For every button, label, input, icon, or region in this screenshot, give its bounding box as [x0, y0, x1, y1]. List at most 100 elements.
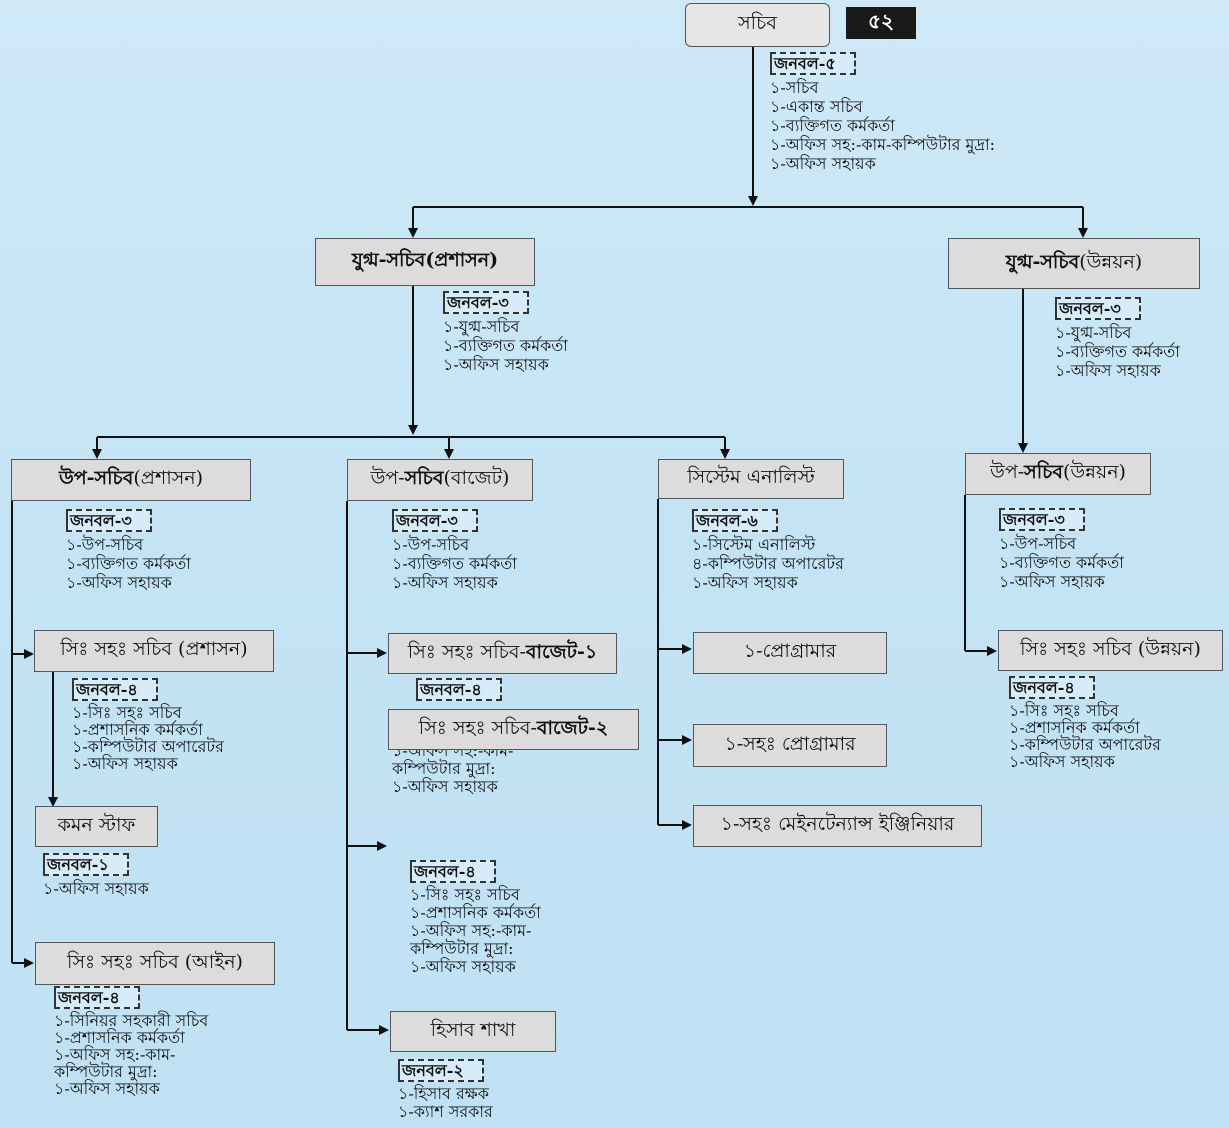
box-sachib-label: সচিব	[738, 12, 777, 34]
manpower-hishab: জনবল-২ ১-হিসাব রক্ষক ১-ক্যাশ সরকার	[398, 1059, 493, 1121]
manpower-line: ১-প্রশাসনিক কর্মকর্তা	[54, 1028, 185, 1047]
box-up-unnoyon-label: সচিব	[1024, 461, 1063, 483]
manpower-tag: জনবল-৩	[999, 508, 1085, 531]
box-asst-programmer-label: ১-সহঃ প্রোগ্রামার	[724, 732, 856, 755]
manpower-line: ১-অফিস সহায়ক	[692, 573, 798, 592]
manpower-line: ১-সিস্টেম এনালিস্ট	[692, 535, 816, 554]
manpower-line: কম্পিউটার মুদ্রা:	[392, 759, 496, 778]
box-asst-programmer: ১-সহঃ প্রোগ্রামার	[693, 724, 887, 767]
manpower-line: ১-ব্যক্তিগত কর্মকর্তা	[1055, 342, 1180, 361]
manpower-line: ১-উপ-সচিব	[392, 535, 470, 554]
box-sis-ain: সিঃ সহঃ সচিব (আইন)	[35, 942, 275, 985]
box-maintenance-engineer: ১-সহঃ মেইনটেন্যান্স ইঞ্জিনিয়ার	[693, 805, 982, 847]
manpower-tag: জনবল-৩	[1055, 297, 1141, 320]
manpower-line: ১-অফিস সহায়ক	[66, 573, 172, 592]
manpower-jugmo-proshashon: জনবল-৩ ১-যুগ্ম-সচিব ১-ব্যক্তিগত কর্মকর্ত…	[443, 291, 568, 374]
manpower-line: ১-ব্যক্তিগত কর্মকর্তা	[999, 553, 1124, 572]
manpower-common-staff: জনবল-১ ১-অফিস সহায়ক	[43, 853, 149, 898]
manpower-line: ১-অফিস সহ:-কাম-	[54, 1045, 176, 1064]
box-up-budget-label: সচিব	[404, 467, 444, 489]
manpower-line: ১-অফিস সহায়ক	[43, 879, 149, 898]
box-jugmo-unnoyon-label: যুগ্ম-সচিব	[1005, 250, 1080, 273]
page-number-badge: ৫২	[846, 7, 916, 39]
box-hishab-shakha: হিসাব শাখা	[390, 1011, 556, 1052]
box-sis-budget2: সিঃ সহঃ সচিব-বাজেট-২	[388, 709, 639, 750]
manpower-line: ১-ব্যক্তিগত কর্মকর্তা	[66, 554, 191, 573]
manpower-line: ১-কম্পিউটার অপারেটর	[72, 737, 224, 756]
box-system-analyst-label: সিস্টেম এনালিস্ট	[687, 466, 815, 488]
manpower-line: ১-সিনিয়র সহকারী সচিব	[54, 1011, 209, 1030]
manpower-tag: জনবল-৪	[1009, 676, 1095, 699]
manpower-line: ১-যুগ্ম-সচিব	[443, 317, 520, 336]
box-common-staff: কমন স্টাফ	[35, 806, 158, 847]
box-up-unnoyon-prefix: উপ-	[990, 461, 1025, 483]
box-sis-budget2-label: বাজেট-২	[536, 716, 609, 739]
box-sis-proshashon-label: সিঃ সহঃ সচিব (প্রশাসন)	[60, 638, 248, 660]
box-sis-budget1-label: বাজেট-১	[525, 640, 598, 663]
manpower-up-proshashon: জনবল-৩ ১-উপ-সচিব ১-ব্যক্তিগত কর্মকর্তা ১…	[66, 509, 191, 592]
box-up-budget-sub: (বাজেট)	[443, 467, 510, 489]
manpower-line: ১-ক্যাশ সরকার	[398, 1102, 493, 1121]
manpower-system-analyst: জনবল-৬ ১-সিস্টেম এনালিস্ট ৪-কম্পিউটার অপ…	[692, 509, 844, 592]
box-sis-ain-label: সিঃ সহঃ সচিব (আইন)	[67, 950, 243, 973]
manpower-line: ১-প্রশাসনিক কর্মকর্তা	[1009, 718, 1140, 737]
box-up-budget-prefix: উপ-	[370, 467, 405, 489]
manpower-line: ১-উপ-সচিব	[999, 534, 1077, 553]
box-up-unnoyon-sub: (উন্নয়ন)	[1062, 461, 1126, 483]
manpower-sachib: জনবল-৫ ১-সচিব ১-একান্ত সচিব ১-ব্যক্তিগত …	[770, 52, 995, 173]
manpower-line: ১-একান্ত সচিব	[770, 97, 863, 116]
manpower-up-unnoyon: জনবল-৩ ১-উপ-সচিব ১-ব্যক্তিগত কর্মকর্তা ১…	[999, 508, 1124, 591]
manpower-line: ১-অফিস সহায়ক	[1009, 752, 1115, 771]
box-up-proshashon: উপ-সচিব (প্রশাসন)	[11, 459, 251, 501]
box-hishab-shakha-label: হিসাব শাখা	[430, 1018, 516, 1041]
box-jugmo-proshashon-sub: (প্রশাসন)	[425, 249, 499, 271]
manpower-line: ১-অফিস সহায়ক	[392, 777, 498, 796]
box-sis-unnoyon: সিঃ সহঃ সচিব (উন্নয়ন)	[998, 630, 1223, 671]
box-programmer: ১-প্রোগ্রামার	[693, 632, 887, 674]
manpower-line: ১-অফিস সহায়ক	[54, 1079, 160, 1098]
manpower-tag: জনবল-১	[43, 853, 129, 876]
manpower-line: ১-অফিস সহায়ক	[443, 355, 549, 374]
manpower-tag: জনবল-৪	[72, 678, 158, 701]
box-up-unnoyon: উপ-সচিব (উন্নয়ন)	[965, 453, 1151, 495]
manpower-line: ১-অফিস সহায়ক	[999, 572, 1105, 591]
manpower-tag: জনবল-৩	[443, 291, 529, 314]
manpower-tag: জনবল-৪	[54, 986, 140, 1009]
manpower-line: ১-হিসাব রক্ষক	[398, 1084, 489, 1103]
box-jugmo-unnoyon: যুগ্ম-সচিব (উন্নয়ন)	[948, 238, 1200, 289]
manpower-line: ৪-কম্পিউটার অপারেটর	[692, 554, 844, 573]
manpower-jugmo-unnoyon: জনবল-৩ ১-যুগ্ম-সচিব ১-ব্যক্তিগত কর্মকর্ত…	[1055, 297, 1180, 380]
box-jugmo-proshashon-label: যুগ্ম-সচিব	[351, 249, 426, 271]
manpower-line: ১-অফিস সহায়ক	[72, 754, 178, 773]
box-up-budget: উপ-সচিব (বাজেট)	[347, 459, 533, 501]
manpower-sis-budget2: জনবল-৪ ১-সিঃ সহঃ সচিব ১-প্রশাসনিক কর্মকর…	[410, 860, 541, 976]
manpower-line: ১-উপ-সচিব	[66, 535, 144, 554]
box-sis-proshashon: সিঃ সহঃ সচিব (প্রশাসন)	[34, 630, 274, 672]
manpower-line: ১-ব্যক্তিগত কর্মকর্তা	[443, 336, 568, 355]
manpower-line: ১-অফিস সহায়ক	[770, 154, 876, 173]
manpower-line: ১-প্রশাসনিক কর্মকর্তা	[410, 903, 541, 922]
manpower-line: ১-অফিস সহ:-কাম-কম্পিউটার মুদ্রা:	[770, 135, 996, 154]
manpower-line: কম্পিউটার মুদ্রা:	[54, 1062, 158, 1081]
manpower-line: ১-ব্যক্তিগত কর্মকর্তা	[392, 554, 517, 573]
box-programmer-label: ১-প্রোগ্রামার	[743, 640, 837, 662]
manpower-line: ১-সচিব	[770, 78, 819, 97]
box-jugmo-proshashon: যুগ্ম-সচিব (প্রশাসন)	[315, 238, 535, 286]
manpower-tag: জনবল-৩	[392, 509, 478, 532]
box-sis-budget2-prefix: সিঃ সহঃ সচিব-	[418, 716, 537, 739]
manpower-line: ১-সিঃ সহঃ সচিব	[72, 703, 182, 722]
manpower-sis-ain: জনবল-৪ ১-সিনিয়র সহকারী সচিব ১-প্রশাসনিক…	[54, 986, 208, 1097]
box-sis-budget1-prefix: সিঃ সহঃ সচিব-	[407, 640, 526, 663]
manpower-tag: জনবল-৪	[410, 860, 496, 883]
manpower-line: ১-অফিস সহ:-কাম-	[410, 921, 532, 940]
box-jugmo-unnoyon-sub: (উন্নয়ন)	[1079, 250, 1143, 273]
manpower-line: ১-প্রশাসনিক কর্মকর্তা	[72, 720, 203, 739]
manpower-line: ১-অফিস সহায়ক	[1055, 361, 1161, 380]
manpower-sis-unnoyon: জনবল-৪ ১-সিঃ সহঃ সচিব ১-প্রশাসনিক কর্মকর…	[1009, 676, 1161, 770]
manpower-tag: জনবল-২	[398, 1059, 484, 1082]
manpower-sis-proshashon: জনবল-৪ ১-সিঃ সহঃ সচিব ১-প্রশাসনিক কর্মকর…	[72, 678, 224, 772]
manpower-tag: জনবল-৬	[692, 509, 778, 532]
box-up-proshashon-label: উপ-সচিব	[58, 467, 134, 489]
box-maintenance-engineer-label: ১-সহঃ মেইনটেন্যান্স ইঞ্জিনিয়ার	[720, 813, 955, 835]
manpower-tag: জনবল-৫	[770, 52, 856, 75]
